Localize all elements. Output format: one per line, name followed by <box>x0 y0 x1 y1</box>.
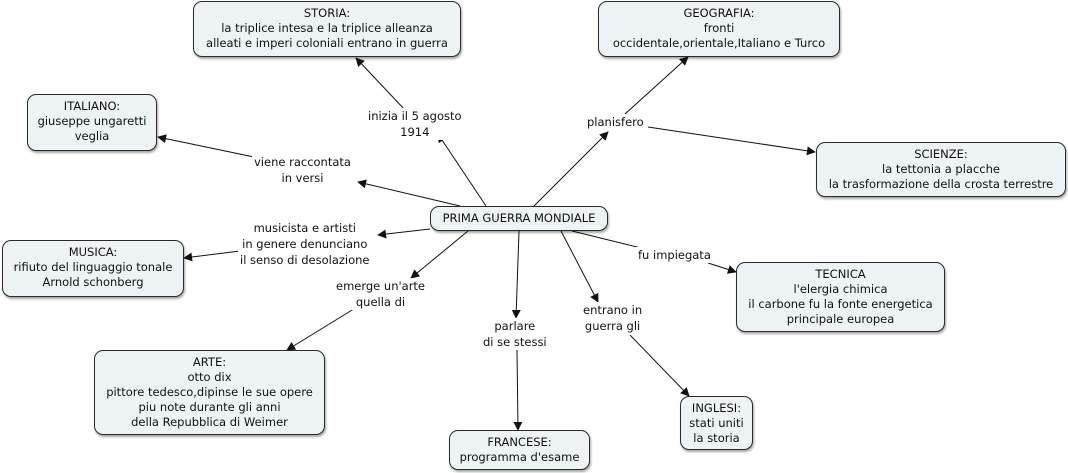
link-label-emerge[interactable]: emerge un'arte quella di <box>334 278 428 310</box>
link-center-to-fu-impiegata <box>571 230 646 250</box>
link-label-viene[interactable]: viene raccontata in versi <box>252 154 353 186</box>
concept-heading: SCIENZE: <box>914 147 968 161</box>
concept-francese[interactable]: FRANCESE: programma d'esame <box>449 430 590 470</box>
concept-text: Arnold schonberg <box>42 275 144 289</box>
concept-text: il carbone fu la fonte energetica <box>748 297 933 311</box>
concept-text: la triplice intesa e la triplice alleanz… <box>221 21 433 35</box>
link-viene-to-italiano <box>157 134 255 158</box>
link-label-entrano[interactable]: entrano in guerra gli <box>581 302 645 334</box>
link-inizia-to-storia <box>355 57 406 111</box>
concept-heading: GEOGRAFIA: <box>683 6 755 20</box>
concept-heading: STORIA: <box>303 6 351 20</box>
concept-arte[interactable]: ARTE: otto dix pittore tedesco,dipinse l… <box>94 350 325 435</box>
concept-heading: FRANCESE: <box>487 435 552 449</box>
link-planisfero-to-scienze <box>647 126 816 156</box>
link-label-line: in versi <box>281 171 324 185</box>
link-center-to-planisfero <box>533 131 609 207</box>
concept-text: principale europea <box>786 312 895 326</box>
concept-storia[interactable]: STORIA: la triplice intesa e la triplice… <box>193 1 461 57</box>
link-center-to-viene <box>357 179 461 207</box>
link-musicista-to-musica <box>183 250 241 262</box>
link-label-planisfero[interactable]: planisfero <box>585 114 646 130</box>
link-center-to-entrano <box>560 230 599 303</box>
link-label-line: parlare <box>494 319 536 333</box>
link-label-line: viene raccontata <box>254 155 351 169</box>
concept-text: rifiuto del linguaggio tonale <box>13 260 173 274</box>
concept-text: la tettonia a placche <box>882 162 1000 176</box>
concept-text: stati uniti <box>689 416 744 430</box>
link-label-line: musicista e artisti <box>253 221 356 235</box>
link-label-line: emerge un'arte <box>336 279 426 293</box>
link-label-line: quella di <box>355 295 406 309</box>
concept-text: l'elergia chimica <box>793 282 888 296</box>
link-label-line: planisfero <box>587 115 644 129</box>
concept-text: occidentale,orientale,Italiano e Turco <box>612 36 826 50</box>
concept-text: la trasformazione della crosta terrestre <box>828 177 1054 191</box>
link-label-line: in genere denunciano <box>242 237 368 251</box>
concept-text: fronti <box>703 21 735 35</box>
concept-scienze[interactable]: SCIENZE: la tettonia a placche la trasfo… <box>816 142 1066 197</box>
concept-geografia[interactable]: GEOGRAFIA: fronti occidentale,orientale,… <box>598 1 840 57</box>
concept-text: otto dix <box>187 370 232 384</box>
link-label-line: il senso di desolazione <box>240 253 370 267</box>
concept-text: la storia <box>693 431 740 445</box>
concept-text: programma d'esame <box>459 450 580 464</box>
link-label-line: inizia il 5 agosto <box>368 109 462 123</box>
concept-italiano[interactable]: ITALIANO: giuseppe ungaretti veglia <box>27 94 157 151</box>
link-center-to-musicista <box>377 228 431 239</box>
concept-tecnica[interactable]: TECNICA l'elergia chimica il carbone fu … <box>736 262 945 332</box>
concept-heading: ITALIANO: <box>63 99 121 113</box>
concept-title: PRIMA GUERRA MONDIALE <box>442 211 596 225</box>
concept-text: della Repubblica di Weimer <box>131 415 288 429</box>
concept-heading: INGLESI: <box>691 401 742 415</box>
link-center-to-parlare <box>511 230 521 319</box>
link-fu-impiegata-to-tecnica <box>707 262 737 274</box>
concept-text: alleati e imperi coloniali entrano in gu… <box>206 36 448 50</box>
concept-text: piu note durante gli anni <box>138 400 281 414</box>
link-label-musicista[interactable]: musicista e artisti in genere denunciano… <box>238 220 372 268</box>
concept-heading: MUSICA: <box>68 245 118 259</box>
link-label-parlare[interactable]: parlare di se stessi <box>481 318 549 350</box>
link-label-line: entrano in <box>583 303 643 317</box>
concept-musica[interactable]: MUSICA: rifiuto del linguaggio tonale Ar… <box>2 240 184 297</box>
concept-text: veglia <box>74 129 110 143</box>
link-label-fu-impiegata[interactable]: fu impiegata <box>636 247 713 263</box>
concept-text: pittore tedesco,dipinse le sue opere <box>106 385 313 399</box>
concept-center[interactable]: PRIMA GUERRA MONDIALE <box>430 206 608 231</box>
link-entrano-to-inglesi <box>629 334 690 397</box>
concept-heading: ARTE: <box>192 355 227 369</box>
concept-text: giuseppe ungaretti <box>37 114 147 128</box>
concept-inglesi[interactable]: INGLESI: stati uniti la storia <box>680 396 753 450</box>
link-label-inizia[interactable]: inizia il 5 agosto 1914 <box>366 108 464 140</box>
link-emerge-to-arte <box>286 306 358 351</box>
concept-heading: TECNICA <box>815 267 866 281</box>
link-label-line: guerra gli <box>584 319 641 333</box>
link-center-to-emerge <box>410 230 469 279</box>
link-parlare-to-francese <box>513 349 523 431</box>
link-planisfero-to-geografia <box>624 56 689 115</box>
link-label-line: di se stessi <box>483 335 547 349</box>
link-label-line: fu impiegata <box>638 248 711 262</box>
link-label-line: 1914 <box>400 125 430 139</box>
link-center-to-inizia <box>437 133 487 207</box>
